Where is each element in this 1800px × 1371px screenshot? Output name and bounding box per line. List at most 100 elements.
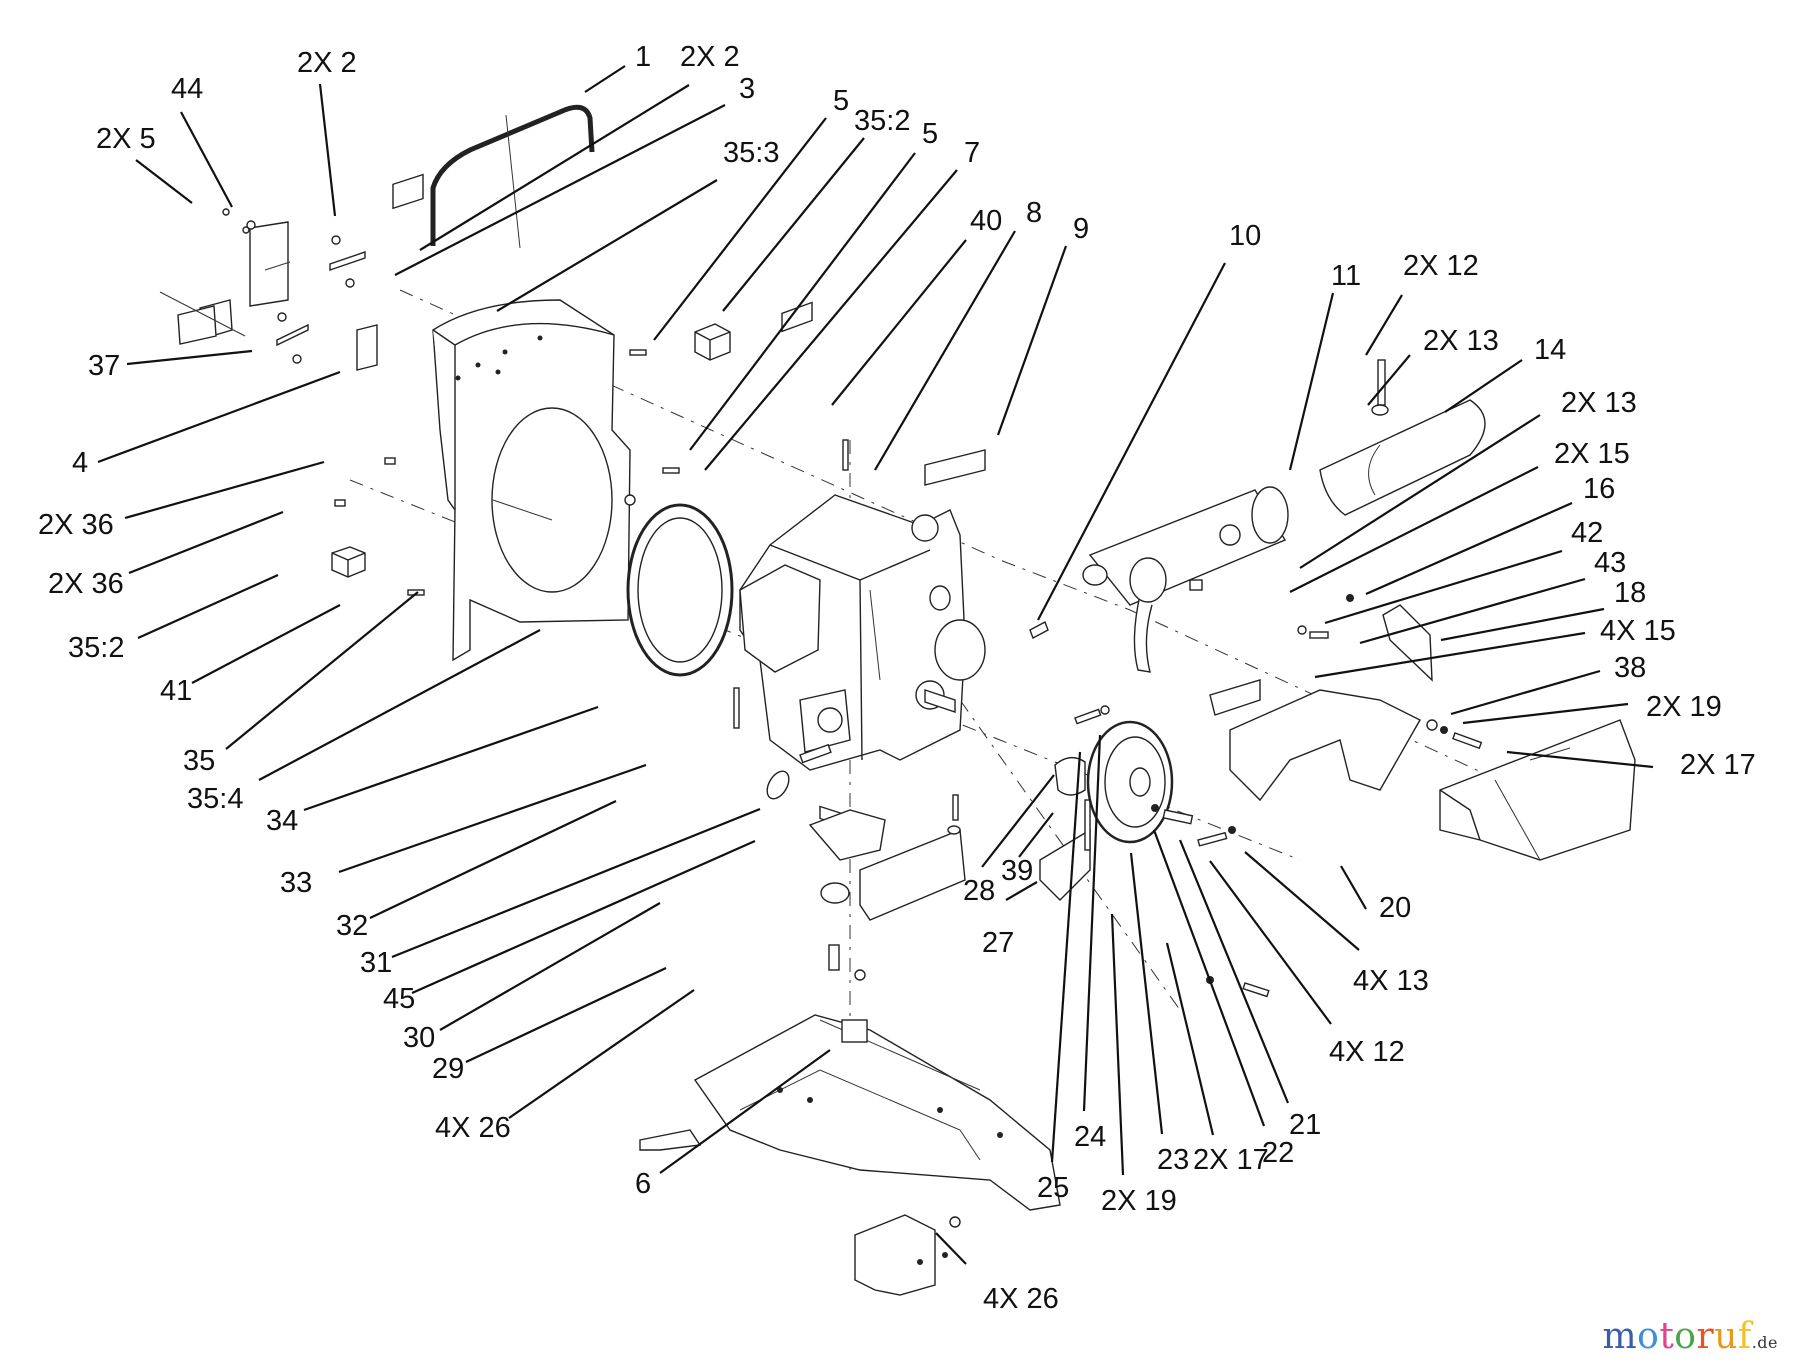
leader-lines [97, 65, 1654, 1265]
leader-29 [465, 967, 667, 1063]
callout-2x19-a: 2X 19 [1646, 691, 1722, 723]
callout-2x17-a: 2X 17 [1680, 749, 1756, 781]
callout-14: 14 [1534, 334, 1566, 366]
leader-2x19-b [1110, 913, 1125, 1176]
callout-35-2a: 35:2 [854, 105, 910, 137]
callout-2x36-a: 2X 36 [38, 509, 114, 541]
leader-35-3 [496, 179, 718, 312]
callout-2x12: 2X 12 [1403, 250, 1479, 282]
leader-8 [874, 230, 1016, 471]
callout-6: 6 [635, 1168, 651, 1200]
leader-37 [126, 349, 253, 366]
callout-21: 21 [1289, 1109, 1321, 1141]
callout-2x13-a: 2X 13 [1423, 325, 1499, 357]
leader-11 [1288, 292, 1335, 471]
callout-43: 43 [1594, 547, 1626, 579]
leader-2x5 [135, 159, 193, 204]
leader-4x12 [1209, 860, 1332, 1025]
leader-32 [369, 800, 617, 919]
callout-2x36-b: 2X 36 [48, 568, 124, 600]
leader-25 [1050, 751, 1082, 1163]
callout-5a: 5 [833, 85, 849, 117]
callout-35: 35 [183, 745, 215, 777]
leader-6 [659, 1049, 831, 1174]
part-4x15-belt-guard [1209, 679, 1421, 802]
part-1-handle [430, 104, 595, 246]
callout-32: 32 [336, 910, 368, 942]
part-34-ring-seal [626, 503, 734, 677]
part-28-bushing [1054, 757, 1086, 796]
watermark-letter: t [1659, 1316, 1675, 1357]
part-4-bracket [356, 324, 378, 371]
watermark-tld: .de [1751, 1333, 1778, 1352]
part-2-link [276, 235, 366, 364]
leader-2x36-b [128, 510, 284, 575]
part-3-plate [392, 173, 424, 210]
callout-2x19-b: 2X 19 [1101, 1185, 1177, 1217]
leader-2x12 [1365, 294, 1403, 356]
callout-2x15: 2X 15 [1554, 438, 1630, 470]
engine-block [739, 301, 986, 833]
leader-43 [1359, 577, 1586, 645]
callout-9: 9 [1073, 213, 1089, 245]
callout-20: 20 [1379, 892, 1411, 924]
callout-25: 25 [1037, 1172, 1069, 1204]
leader-30 [439, 902, 661, 1031]
part-18-bracket [1297, 594, 1433, 682]
callout-1: 1 [635, 41, 651, 73]
callout-4x26-b: 4X 26 [983, 1283, 1059, 1315]
callout-4x26-a: 4X 26 [435, 1112, 511, 1144]
callout-35-3: 35:3 [723, 137, 779, 169]
callout-24: 24 [1074, 1121, 1106, 1153]
hardware-12-13 [1197, 826, 1236, 847]
leader-42 [1324, 549, 1563, 625]
leader-2x2-b [419, 84, 690, 251]
callout-31: 31 [360, 947, 392, 979]
callout-4x13: 4X 13 [1353, 965, 1429, 997]
part-27-bracket [1039, 799, 1091, 901]
watermark-letter: m [1602, 1316, 1638, 1357]
leader-20 [1340, 865, 1367, 910]
callout-2x5: 2X 5 [96, 123, 156, 155]
leader-27 [1005, 881, 1038, 901]
leader-21 [1178, 839, 1290, 1104]
callout-33: 33 [280, 867, 312, 899]
callout-39: 39 [1001, 855, 1033, 887]
leader-35-2b [137, 573, 279, 640]
callout-30: 30 [403, 1022, 435, 1054]
leader-4x13 [1244, 851, 1360, 951]
part-31-oil-drain-bracket [808, 794, 966, 981]
part-14-heat-shield [1319, 359, 1486, 516]
hardware-24-25 [1074, 705, 1110, 725]
leader-33 [338, 763, 647, 874]
leader-23 [1129, 852, 1164, 1135]
leader-3 [394, 104, 726, 276]
leader-2x13-a [1367, 354, 1411, 406]
callout-27: 27 [982, 927, 1014, 959]
callout-35-2b: 35:2 [68, 632, 124, 664]
callout-4x15: 4X 15 [1600, 615, 1676, 647]
leader-39 [1018, 812, 1054, 858]
leader-28 [981, 774, 1055, 868]
callout-18: 18 [1614, 577, 1646, 609]
leader-22 [1152, 829, 1266, 1127]
leader-38 [1450, 669, 1601, 716]
leader-2x17-a [1506, 750, 1654, 769]
parts-artwork [159, 104, 1636, 1296]
callout-labels: 1 2X 2 3 35:3 5 35:2 5 7 40 8 9 10 11 2X… [38, 41, 1756, 1315]
leader-4x15 [1314, 631, 1586, 679]
callout-8: 8 [1026, 197, 1042, 229]
leader-18 [1440, 607, 1605, 642]
callout-2x17-b: 2X 17 [1193, 1144, 1269, 1176]
callout-4x12: 4X 12 [1329, 1036, 1405, 1068]
leader-5b [689, 152, 916, 451]
watermark-letter: u [1714, 1316, 1738, 1357]
callout-4: 4 [72, 447, 88, 479]
callout-2x13-b: 2X 13 [1561, 387, 1637, 419]
part-21-idler-pulley [1086, 720, 1194, 844]
callout-40: 40 [970, 205, 1002, 237]
callout-5b: 5 [922, 118, 938, 150]
callout-10: 10 [1229, 220, 1261, 252]
motoruf-watermark-logo: motoruf.de [1602, 1316, 1778, 1357]
leader-2x15 [1289, 466, 1539, 593]
